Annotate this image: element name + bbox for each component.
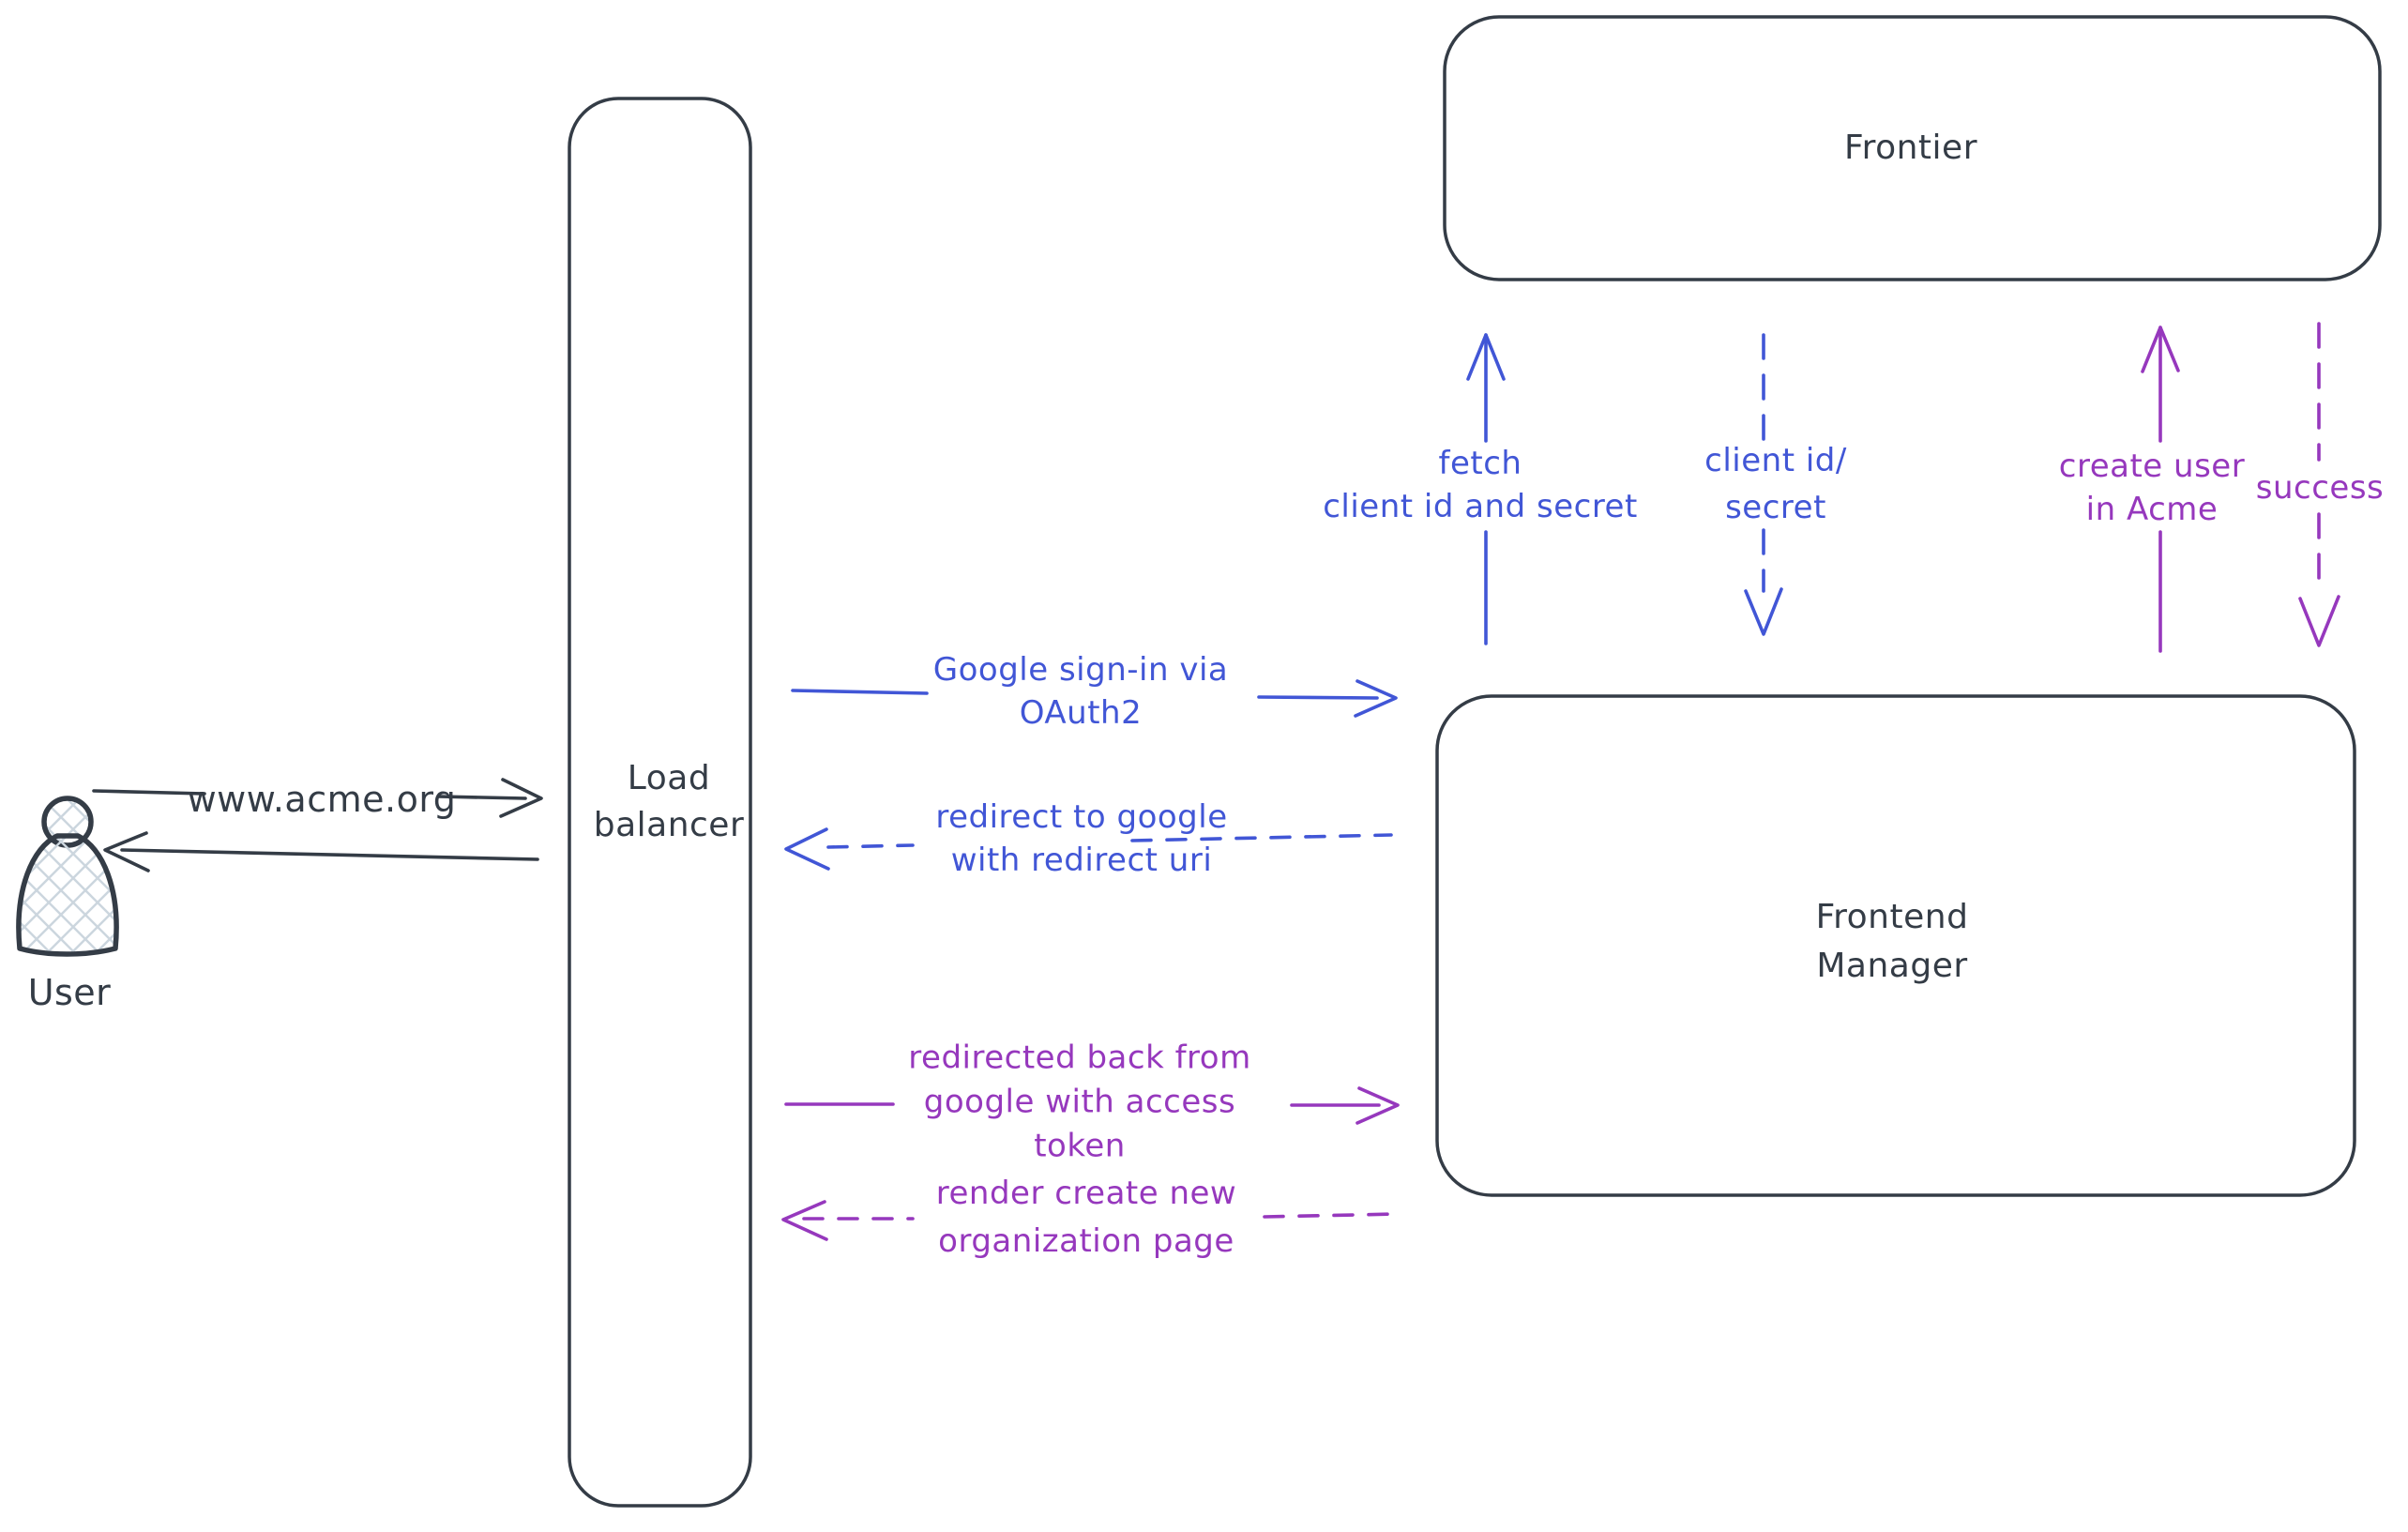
edge-label-www-acme: www.acme.org bbox=[187, 779, 457, 820]
arrowhead-right-icon bbox=[1355, 1086, 1400, 1125]
load-balancer-label-line2: balancer bbox=[593, 806, 745, 844]
edge-label-google-signin-line2: OAuth2 bbox=[1019, 694, 1143, 732]
edge-label-create-user-line2: in Acme bbox=[2085, 491, 2219, 528]
edge-label-redirect-google-line1: redirect to google bbox=[935, 798, 1228, 836]
arrow-render-org-page bbox=[781, 1200, 1400, 1241]
frontend-manager-label: Frontend Manager bbox=[1816, 893, 1969, 991]
edge-label-redirect-google-line2: with redirect uri bbox=[950, 842, 1213, 879]
arrowhead-up-icon bbox=[1466, 333, 1506, 381]
edge-label-render-org-page: render create new organization page bbox=[936, 1170, 1237, 1266]
edge-label-client-id-secret-line2: secret bbox=[1725, 489, 1826, 526]
edge-label-client-id-secret-line1: client id/ bbox=[1704, 442, 1847, 479]
edge-label-fetch-creds-line2: client id and secret bbox=[1323, 488, 1638, 525]
arrowhead-up-icon bbox=[2141, 326, 2180, 373]
edge-label-create-user: create user in Acme bbox=[2059, 445, 2245, 531]
arrowhead-right-icon bbox=[1354, 679, 1398, 718]
arrowhead-left-icon bbox=[103, 831, 150, 872]
arrow-redirected-back bbox=[784, 1086, 1400, 1125]
arrow-success bbox=[2298, 322, 2340, 647]
arrowhead-down-icon bbox=[2298, 595, 2340, 647]
edge-label-fetch-creds-line1: fetch bbox=[1438, 445, 1522, 482]
edge-label-redirected-back: redirected back from google with access … bbox=[908, 1037, 1250, 1169]
frontend-manager-label-line1: Frontend bbox=[1815, 898, 1969, 936]
frontier-label: Frontier bbox=[1843, 129, 1978, 167]
arrow-fetch-creds bbox=[1466, 333, 1506, 645]
edge-label-google-signin: Google sign-in via OAuth2 bbox=[933, 648, 1228, 735]
edge-label-redirected-back-line3: token bbox=[1034, 1127, 1126, 1165]
load-balancer-label-line1: Load bbox=[627, 759, 711, 797]
edge-label-redirected-back-line2: google with access bbox=[923, 1083, 1236, 1121]
user-label: User bbox=[27, 972, 112, 1013]
frontend-manager-label-line2: Manager bbox=[1816, 947, 1968, 985]
edge-label-redirect-google: redirect to google with redirect uri bbox=[935, 796, 1227, 882]
load-balancer-box bbox=[568, 97, 752, 1508]
edge-label-fetch-creds: fetch client id and secret bbox=[1323, 442, 1638, 528]
frontend-manager-box bbox=[1435, 694, 2356, 1197]
arrow-create-user bbox=[2141, 326, 2180, 653]
user-body bbox=[16, 833, 119, 957]
edge-label-create-user-line1: create user bbox=[2058, 447, 2246, 485]
arrow-lb-to-user bbox=[103, 831, 539, 872]
arrowhead-left-icon bbox=[781, 1200, 828, 1241]
arrow-client-id-secret bbox=[1744, 333, 1783, 636]
arrowhead-left-icon bbox=[784, 827, 830, 871]
edge-label-render-org-page-line1: render create new bbox=[935, 1175, 1237, 1212]
frontier-box bbox=[1443, 15, 2382, 281]
arrow-google-signin bbox=[791, 679, 1398, 718]
load-balancer-label: Load balancer bbox=[594, 755, 745, 849]
arrowhead-right-icon bbox=[499, 778, 543, 818]
edge-label-render-org-page-line2: organization page bbox=[938, 1222, 1234, 1260]
arrow-user-to-lb bbox=[92, 778, 543, 818]
arrowhead-down-icon bbox=[1744, 587, 1783, 636]
edge-label-client-id-secret: client id/ secret bbox=[1704, 437, 1847, 531]
edge-label-success: success bbox=[2255, 469, 2385, 507]
arrow-redirect-google bbox=[784, 827, 1393, 871]
edge-label-google-signin-line1: Google sign-in via bbox=[932, 651, 1229, 689]
edge-label-redirected-back-line1: redirected back from bbox=[908, 1039, 1251, 1077]
